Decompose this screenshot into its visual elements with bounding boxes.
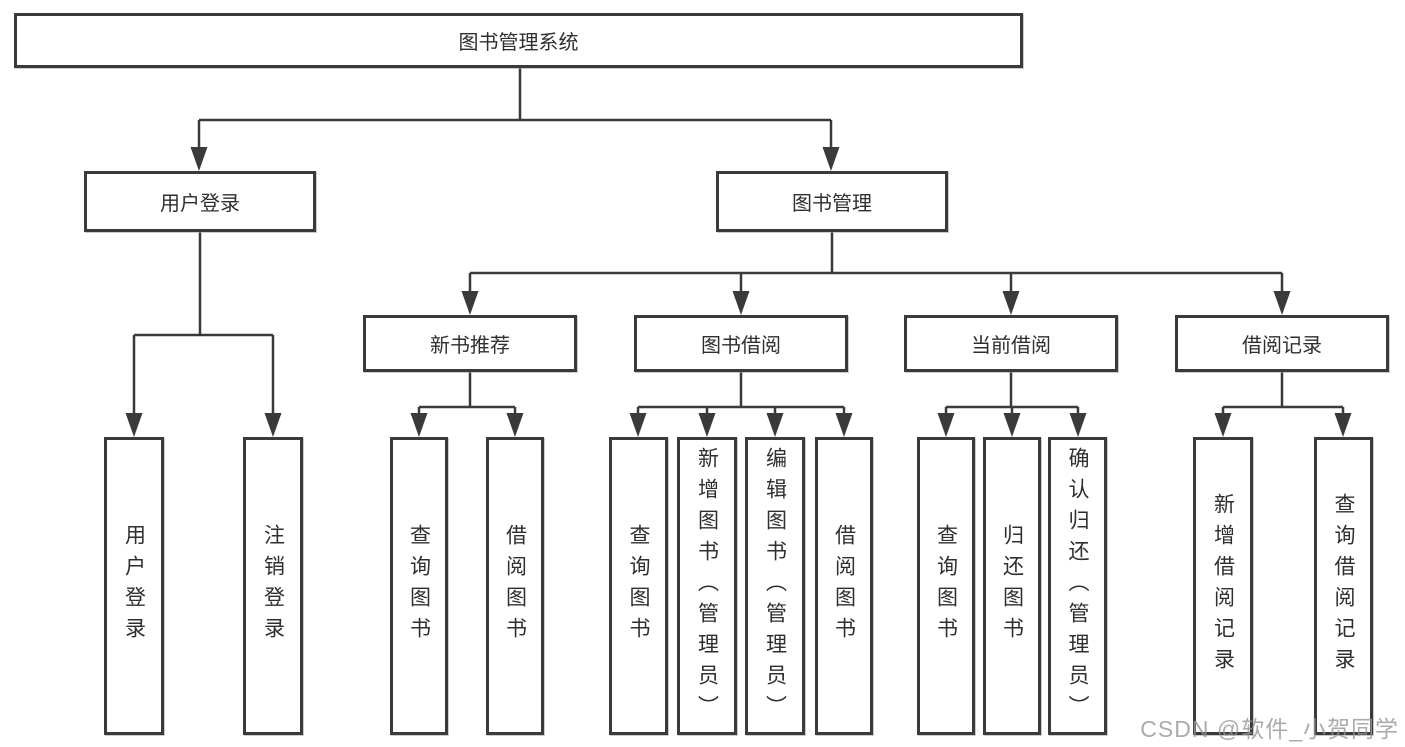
arrowhead-icon [1069,413,1087,437]
arrowhead-icon [506,413,524,437]
leaf-borrow-query: 查询图书 [609,437,668,735]
arrowhead-icon [125,413,143,437]
arrowhead-icon [410,413,428,437]
node-user-login: 用户登录 [84,171,316,232]
arrowhead-icon [1003,413,1021,437]
arrowhead-icon [1002,291,1020,315]
node-current-borrow: 当前借阅 [904,315,1118,372]
connector-borrow-to-leaves [636,372,846,416]
leaf-borrow-query-label: 查询图书 [627,524,650,648]
node-book-borrow: 图书借阅 [634,315,848,372]
arrowhead-icon [835,413,853,437]
node-borrow-records: 借阅记录 [1175,315,1389,372]
leaf-current-return-label: 归还图书 [1000,524,1024,648]
leaf-borrow-book: 借阅图书 [815,437,873,735]
leaf-borrow-edit-admin: 编辑图书（管理员） [745,437,805,735]
leaf-current-confirm-admin-label: 确认归还（管理员） [1066,446,1089,726]
leaf-borrow-edit-admin-label: 编辑图书（管理员） [763,446,787,726]
leaf-newbook-borrow: 借阅图书 [486,437,544,735]
leaf-logout-label: 注销登录 [261,524,285,648]
arrowhead-icon [937,413,955,437]
node-new-book-recommend: 新书推荐 [363,315,577,372]
arrowhead-icon [190,147,208,171]
arrowhead-icon [1273,291,1291,315]
node-book-management: 图书管理 [716,171,948,232]
leaf-records-query-label: 查询借阅记录 [1332,493,1355,679]
leaf-records-add: 新增借阅记录 [1193,437,1253,735]
leaf-logout: 注销登录 [243,437,303,735]
leaf-borrow-add-admin-label: 新增图书（管理员） [695,446,719,726]
node-root: 图书管理系统 [14,13,1023,68]
leaf-borrow-book-label: 借阅图书 [832,524,856,648]
leaf-current-query-label: 查询图书 [934,524,958,648]
connector-records-to-leaves [1221,372,1345,416]
leaf-records-add-label: 新增借阅记录 [1211,493,1235,679]
leaf-current-confirm-admin: 确认归还（管理员） [1048,437,1107,735]
leaf-user-login: 用户登录 [104,437,164,735]
connector-current-to-leaves [944,372,1080,416]
connector-root-to-level2 [197,68,833,150]
arrowhead-icon [732,291,750,315]
leaf-records-query: 查询借阅记录 [1314,437,1373,735]
arrowhead-icon [264,413,282,437]
leaf-newbook-borrow-label: 借阅图书 [503,524,527,648]
arrowhead-icon [461,291,479,315]
leaf-current-query: 查询图书 [917,437,975,735]
arrowhead-icon [1334,413,1352,437]
arrowhead-icon [698,413,716,437]
csdn-watermark: CSDN @软件_小贺同学 [1140,716,1399,742]
leaf-user-login-label: 用户登录 [122,524,146,648]
leaf-current-return: 归还图书 [983,437,1041,735]
arrowhead-icon [629,413,647,437]
connector-bookmgmt-to-level3 [468,232,1284,294]
leaf-newbook-query-label: 查询图书 [407,524,431,648]
arrowhead-icon [1214,413,1232,437]
connector-userlogin-to-leaves [132,232,275,416]
leaf-borrow-add-admin: 新增图书（管理员） [677,437,737,735]
arrowhead-icon [822,147,840,171]
connector-newbook-to-leaves [417,372,517,416]
arrowhead-icon [766,413,784,437]
leaf-newbook-query: 查询图书 [390,437,448,735]
